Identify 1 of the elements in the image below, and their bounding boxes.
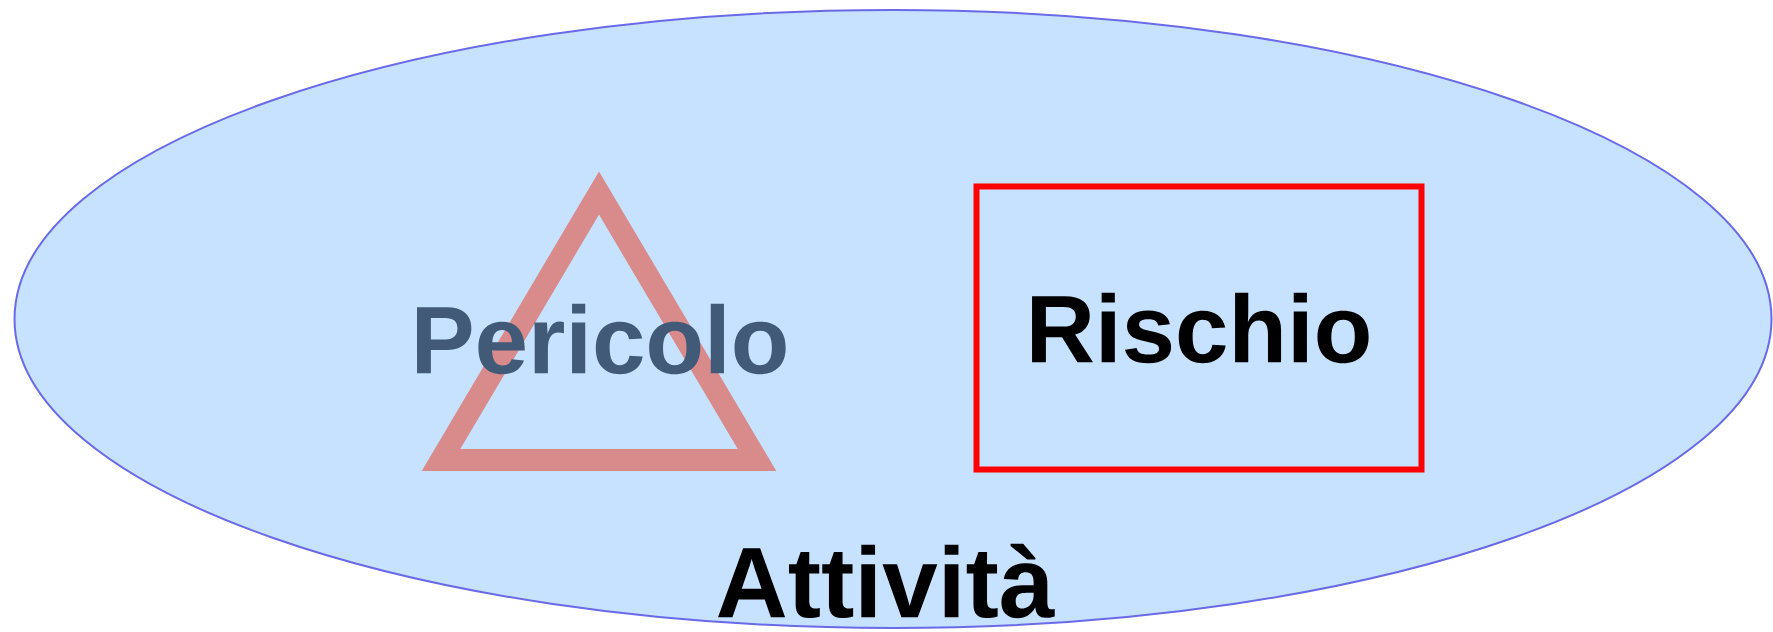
risk-box: Rischio [973,183,1425,473]
